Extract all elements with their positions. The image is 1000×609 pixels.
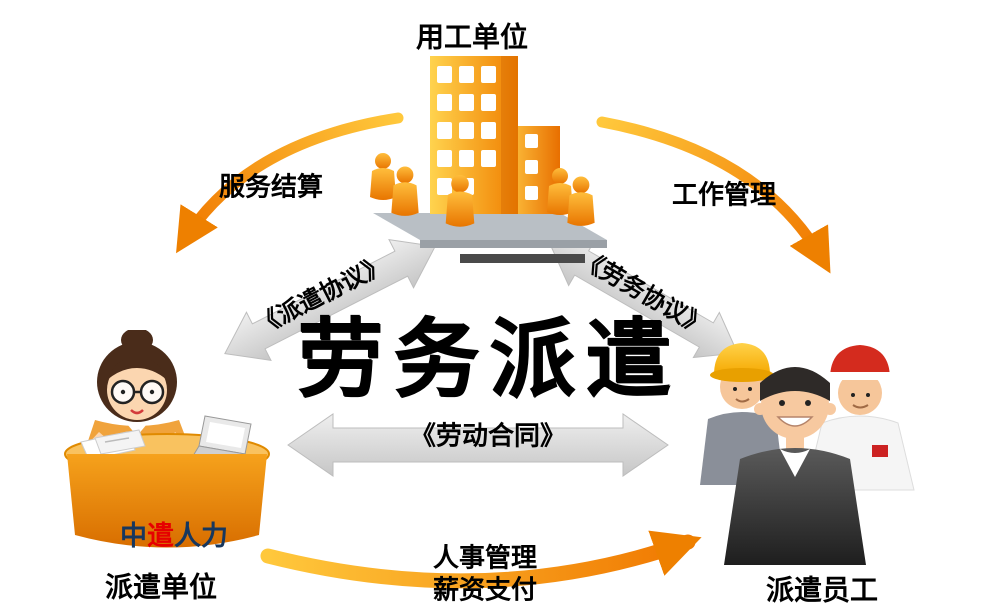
desk-front xyxy=(67,454,267,548)
work-management-label: 工作管理 xyxy=(671,180,777,210)
face xyxy=(107,360,167,420)
desk-brand-text: 中遣人力 xyxy=(120,521,228,552)
brand-prefix: 中 xyxy=(120,521,147,552)
arrow-work-management xyxy=(596,116,831,274)
salary-payment-label: 薪资支付 xyxy=(432,575,538,605)
labor-contract-label: 《劳动合同》 xyxy=(409,421,567,451)
arrow-service-settlement xyxy=(176,112,404,254)
right-eye xyxy=(149,389,155,395)
brand-highlight: 遣 xyxy=(147,521,174,552)
service-settlement-label: 服务结算 xyxy=(218,172,324,202)
mouth xyxy=(130,409,144,415)
worker-suit xyxy=(724,367,866,565)
windows xyxy=(437,66,538,200)
employer-label: 用工单位 xyxy=(415,22,529,54)
left-eye xyxy=(120,389,126,395)
arrow-personnel-salary xyxy=(260,530,702,589)
fringe xyxy=(107,356,167,380)
platform-top xyxy=(373,213,607,240)
employees-illustration xyxy=(700,343,915,565)
main-tower-shade xyxy=(501,56,518,214)
personnel-management-label: 人事管理 xyxy=(432,543,538,573)
platform-shadow-bar xyxy=(460,254,585,263)
employer-building-illustration xyxy=(370,56,607,263)
arrow-labor-contract xyxy=(287,413,669,477)
dispatch-unit-label: 派遣单位 xyxy=(104,572,218,604)
employees-label: 派遣员工 xyxy=(765,575,879,607)
brand-suffix: 人力 xyxy=(174,521,228,552)
platform-side xyxy=(420,240,607,248)
dispatch-unit-illustration xyxy=(64,330,270,548)
diagram-title: 劳务派遣 xyxy=(297,311,681,408)
